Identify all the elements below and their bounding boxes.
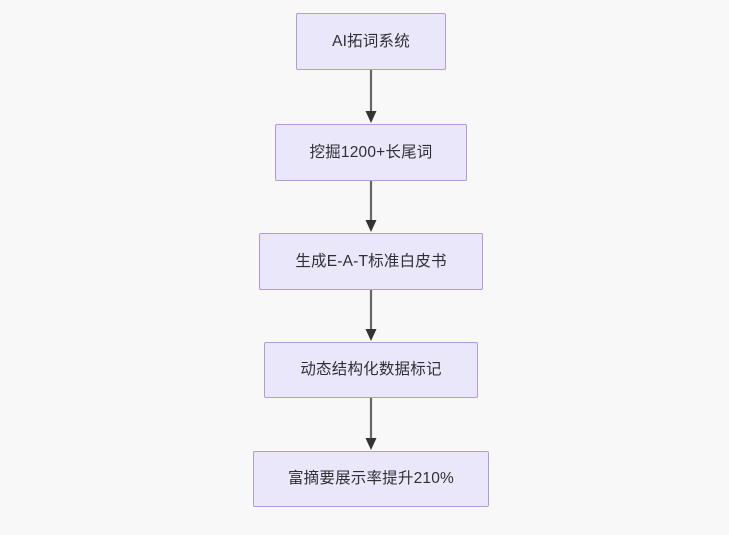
flow-node-mine-longtail-keywords[interactable]: 挖掘1200+长尾词	[275, 124, 467, 181]
edge-n1-n2	[364, 70, 378, 124]
flow-node-label: AI拓词系统	[332, 32, 410, 50]
flow-node-dynamic-structured-data-markup[interactable]: 动态结构化数据标记	[264, 342, 478, 398]
flow-node-label: 富摘要展示率提升210%	[287, 470, 455, 488]
arrowhead-down-icon	[365, 329, 377, 341]
flow-node-label: 生成E-A-T标准白皮书	[295, 252, 447, 270]
flow-node-label: 动态结构化数据标记	[300, 361, 442, 379]
flow-node-rich-snippet-rate-increase[interactable]: 富摘要展示率提升210%	[253, 451, 489, 507]
arrowhead-down-icon	[365, 220, 377, 232]
arrowhead-down-icon	[365, 111, 377, 123]
edge-n2-n3	[364, 181, 378, 233]
flow-node-generate-eat-whitepaper[interactable]: 生成E-A-T标准白皮书	[259, 233, 483, 290]
edge-n3-n4	[364, 290, 378, 342]
flow-node-label: 挖掘1200+长尾词	[309, 143, 433, 161]
edge-n4-n5	[364, 398, 378, 451]
flow-node-ai-keyword-system[interactable]: AI拓词系统	[296, 13, 446, 70]
arrowhead-down-icon	[365, 438, 377, 450]
